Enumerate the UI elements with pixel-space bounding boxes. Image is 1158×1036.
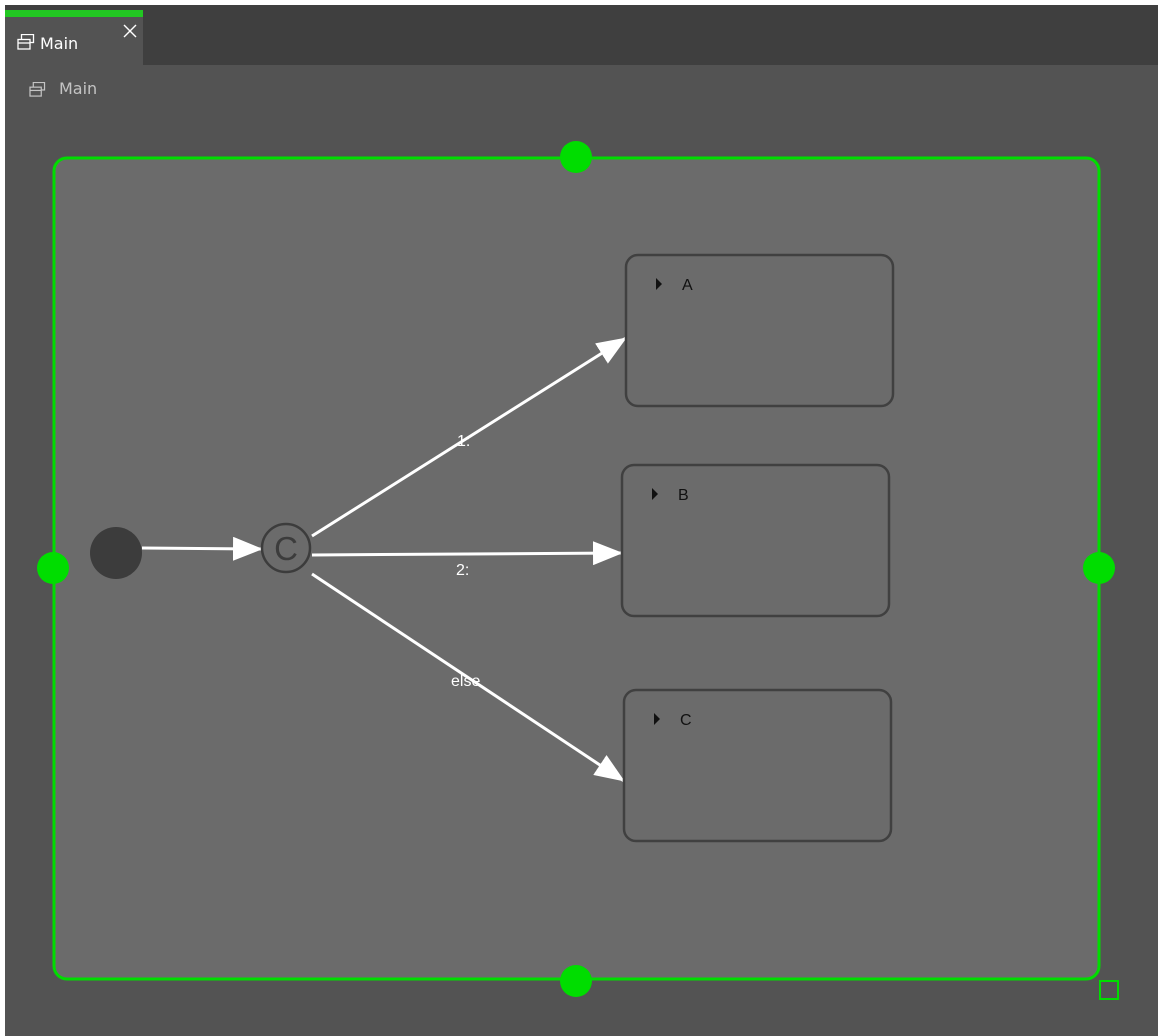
- state-a-name: A: [682, 277, 693, 294]
- active-tab-indicator: [5, 10, 143, 17]
- resize-handle-top[interactable]: [560, 141, 592, 173]
- initial-node[interactable]: [90, 527, 142, 579]
- transition-label-c[interactable]: else: [451, 673, 480, 690]
- main-state-container[interactable]: [52, 156, 1101, 981]
- tab-main[interactable]: Main: [5, 10, 143, 65]
- corner-resize-grip[interactable]: [1099, 980, 1119, 1000]
- breadcrumb-label: Main: [59, 79, 98, 98]
- transition-label-b[interactable]: 2:: [456, 562, 469, 579]
- tab-bar: Main: [5, 5, 1158, 65]
- transition-to-b[interactable]: [311, 541, 623, 566]
- state-b-name: B: [678, 487, 689, 504]
- transition-label-a[interactable]: 1:: [457, 433, 470, 450]
- editor-window: Main Main 1: 2: else: [5, 5, 1158, 1036]
- choice-node[interactable]: C: [260, 522, 312, 574]
- expand-triangle-icon[interactable]: [656, 278, 662, 290]
- close-icon[interactable]: [122, 23, 138, 39]
- transition-to-c[interactable]: [311, 572, 625, 783]
- transition-to-a[interactable]: [311, 336, 627, 538]
- expand-triangle-icon[interactable]: [654, 713, 660, 725]
- resize-handle-right[interactable]: [1083, 552, 1115, 584]
- choice-symbol: C: [274, 530, 298, 567]
- tab-label: Main: [40, 34, 79, 53]
- state-machine-icon: [29, 82, 46, 97]
- state-b[interactable]: B: [620, 463, 891, 618]
- expand-triangle-icon[interactable]: [652, 488, 658, 500]
- state-c[interactable]: C: [622, 688, 893, 843]
- state-a[interactable]: A: [624, 253, 895, 408]
- transition-initial-to-choice[interactable]: [141, 536, 263, 561]
- resize-handle-left[interactable]: [37, 552, 69, 584]
- diagram-canvas[interactable]: 1: 2: else C A B C: [5, 5, 1158, 1036]
- state-c-name: C: [680, 712, 692, 729]
- state-machine-icon: [17, 34, 35, 50]
- resize-handle-bottom[interactable]: [560, 965, 592, 997]
